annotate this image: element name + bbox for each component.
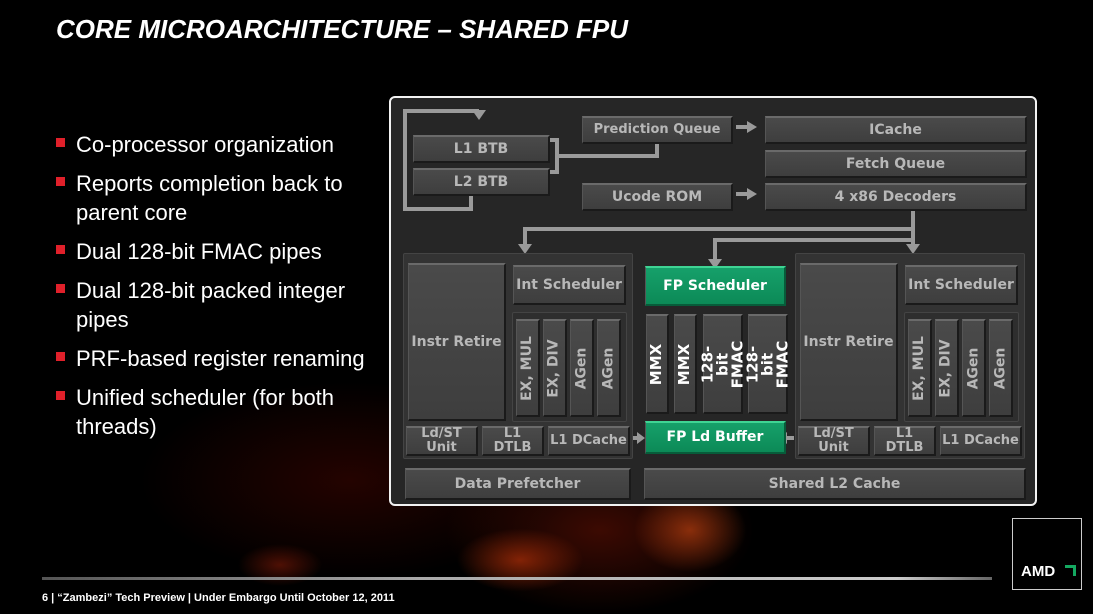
bullet-item: Unified scheduler (for both threads)	[52, 383, 382, 441]
int-pipes-group: EX, MUL EX, DIV AGen AGen	[904, 312, 1019, 422]
dec-to-fp-line	[713, 229, 915, 262]
arrow-right-icon	[747, 121, 757, 133]
footer-text: 6 | “Zambezi” Tech Preview | Under Embar…	[42, 592, 395, 604]
amd-arrow-icon	[1065, 565, 1076, 576]
int-pipes-group: EX, MUL EX, DIV AGen AGen	[512, 312, 627, 422]
icache-block: ICache	[765, 116, 1027, 144]
instr-retire-block: Instr Retire	[800, 263, 898, 421]
ucode-rom-block: Ucode ROM	[582, 183, 733, 211]
pipe-agen: AGen	[570, 319, 594, 417]
dec-to-left-line	[523, 208, 915, 246]
l2-btb-block: L2 BTB	[413, 168, 550, 196]
arrow-down-icon	[472, 110, 486, 120]
arrow-down-icon	[518, 244, 532, 254]
fp-pipe-fmac: 128-bit FMAC	[743, 314, 791, 414]
shared-l2-cache-block: Shared L2 Cache	[644, 468, 1026, 500]
btb-bracket-line	[550, 138, 559, 174]
bullet-item: Dual 128-bit packed integer pipes	[52, 276, 382, 334]
arrow-down-icon	[906, 244, 920, 254]
amd-logo: AMD	[1012, 518, 1082, 590]
fp-scheduler-block: FP Scheduler	[645, 266, 786, 306]
bullet-item: Dual 128-bit FMAC pipes	[52, 237, 382, 266]
arrow-right-icon	[747, 188, 757, 200]
int-core-right: Instr Retire Int Scheduler EX, MUL EX, D…	[795, 253, 1025, 459]
l1-dcache-block: L1 DCache	[940, 426, 1022, 456]
data-prefetcher-block: Data Prefetcher	[405, 468, 631, 500]
int-scheduler-block: Int Scheduler	[513, 265, 626, 305]
pipe-agen: AGen	[989, 319, 1013, 417]
arrow-down-icon	[708, 259, 722, 269]
l1-btb-block: L1 BTB	[413, 135, 550, 163]
bullet-square-icon	[56, 245, 65, 254]
bullet-square-icon	[56, 138, 65, 147]
microarchitecture-diagram: L1 BTB L2 BTB Prediction Queue Ucode ROM…	[389, 96, 1037, 506]
fp-pipe-mmx: MMX	[674, 314, 697, 414]
int-scheduler-block: Int Scheduler	[905, 265, 1018, 305]
amd-logo-text: AMD	[1021, 563, 1056, 580]
l1-dtlb-block: L1 DTLB	[482, 426, 544, 456]
pipe-agen: AGen	[962, 319, 986, 417]
ld-st-unit-block: Ld/ST Unit	[798, 426, 870, 456]
pipe-ex-mul: EX, MUL	[516, 319, 540, 417]
decoders-block: 4 x86 Decoders	[765, 183, 1027, 211]
prediction-queue-block: Prediction Queue	[582, 116, 733, 144]
btb-to-pq-line	[557, 140, 659, 158]
l1-dtlb-block: L1 DTLB	[874, 426, 936, 456]
bullet-square-icon	[56, 391, 65, 400]
footer-divider	[42, 577, 992, 580]
fp-pipe-mmx: MMX	[646, 314, 669, 414]
bullet-square-icon	[56, 177, 65, 186]
fp-ld-buffer-block: FP Ld Buffer	[645, 421, 786, 454]
bullet-item: PRF-based register renaming	[52, 344, 382, 373]
fetch-queue-block: Fetch Queue	[765, 150, 1027, 178]
bullet-list: Co-processor organization Reports comple…	[52, 130, 382, 451]
l1-dcache-block: L1 DCache	[548, 426, 630, 456]
bullet-square-icon	[56, 284, 65, 293]
int-core-left: Instr Retire Int Scheduler EX, MUL EX, D…	[403, 253, 633, 459]
pipe-ex-div: EX, DIV	[543, 319, 567, 417]
fp-pipe-fmac: 128-bit FMAC	[698, 314, 746, 414]
instr-retire-block: Instr Retire	[408, 263, 506, 421]
pipe-ex-mul: EX, MUL	[908, 319, 932, 417]
bullet-item: Reports completion back to parent core	[52, 169, 382, 227]
arrow-right-icon	[637, 432, 645, 444]
pipe-ex-div: EX, DIV	[935, 319, 959, 417]
slide-title: CORE MICROARCHITECTURE – SHARED FPU	[56, 14, 629, 44]
btb-loop-line	[403, 109, 479, 211]
ld-st-unit-block: Ld/ST Unit	[406, 426, 478, 456]
pipe-agen: AGen	[597, 319, 621, 417]
bullet-square-icon	[56, 352, 65, 361]
bullet-item: Co-processor organization	[52, 130, 382, 159]
